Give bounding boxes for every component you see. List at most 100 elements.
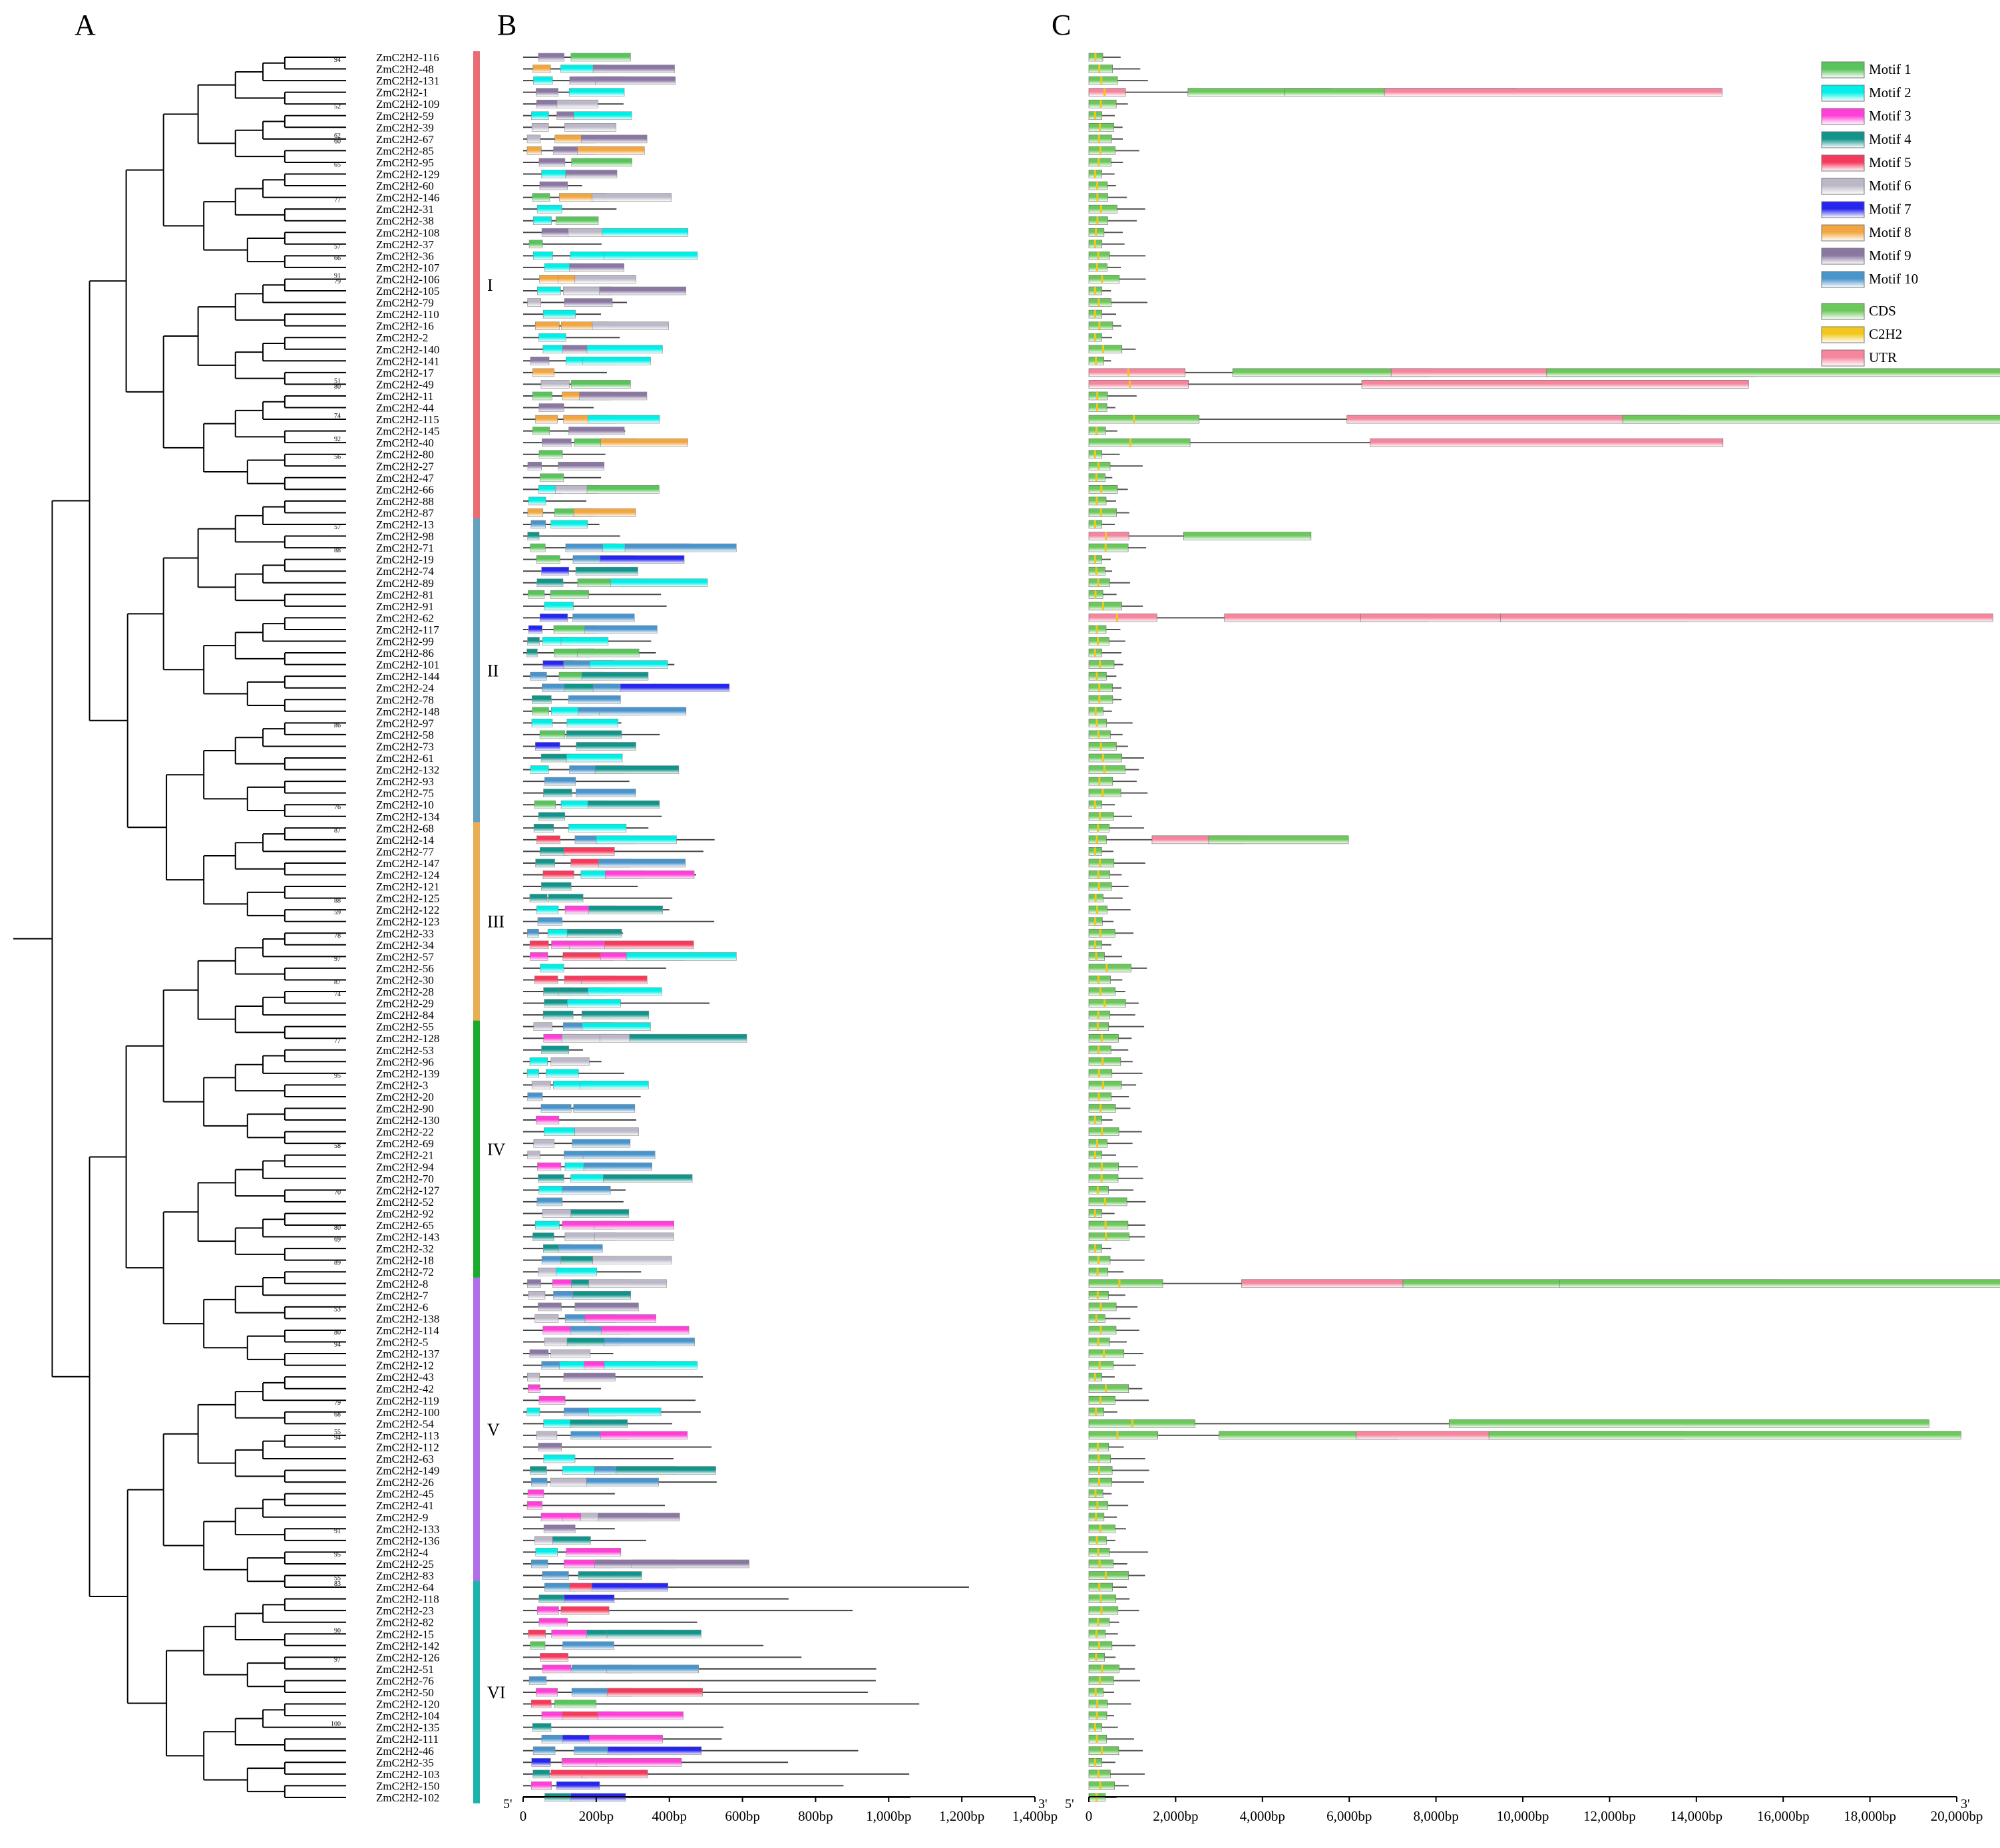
c2h2-mark bbox=[1103, 765, 1105, 774]
exon-box bbox=[1088, 928, 1115, 938]
motif-box bbox=[601, 1326, 690, 1335]
exon-box bbox=[1088, 1092, 1111, 1101]
motif-box bbox=[616, 1466, 716, 1475]
c2h2-mark bbox=[1097, 578, 1100, 587]
exon-box bbox=[1088, 1384, 1129, 1393]
c2h2-mark bbox=[1095, 567, 1098, 576]
motif-box bbox=[582, 356, 651, 365]
motif-box bbox=[537, 1162, 562, 1171]
motif-tick-label: 200bp bbox=[579, 1808, 614, 1824]
c2h2-mark bbox=[1096, 1735, 1098, 1744]
motif-box bbox=[542, 870, 574, 879]
motif-box bbox=[534, 1314, 559, 1323]
bootstrap-value: 86 bbox=[334, 722, 341, 729]
gene-label: ZmC2H2-97 bbox=[376, 717, 434, 729]
legend-swatch bbox=[1821, 303, 1865, 320]
exon-box bbox=[1088, 1349, 1125, 1358]
gene-label: ZmC2H2-39 bbox=[376, 121, 434, 134]
gene-tick-label: 2,000bp bbox=[1153, 1808, 1198, 1824]
motif-box bbox=[597, 1711, 684, 1720]
gene-label: ZmC2H2-73 bbox=[376, 740, 434, 753]
gene-label: ZmC2H2-49 bbox=[376, 378, 434, 391]
motif-box bbox=[588, 1279, 667, 1288]
motif-box bbox=[576, 789, 636, 797]
gene-label: ZmC2H2-121 bbox=[376, 880, 439, 893]
c2h2-mark bbox=[1097, 730, 1100, 739]
exon-box bbox=[1088, 1419, 1195, 1428]
gene-label: ZmC2H2-54 bbox=[376, 1417, 434, 1430]
panel-c-label: C bbox=[1052, 9, 1071, 41]
exon-box bbox=[1088, 1033, 1119, 1043]
gene-tick-label: 18,000bp bbox=[1844, 1808, 1896, 1824]
motif-box bbox=[527, 1279, 541, 1288]
gene-label: ZmC2H2-108 bbox=[376, 226, 439, 239]
c2h2-mark bbox=[1094, 450, 1096, 459]
motif-box bbox=[536, 835, 560, 844]
exon-box bbox=[1361, 380, 1749, 389]
exon-box bbox=[1088, 1174, 1119, 1183]
gene-label: ZmC2H2-103 bbox=[376, 1768, 439, 1781]
gene-label: ZmC2H2-147 bbox=[376, 857, 440, 870]
c2h2-mark bbox=[1094, 894, 1097, 902]
exon-box bbox=[1088, 543, 1129, 552]
c2h2-mark bbox=[1098, 134, 1100, 143]
gene-label: ZmC2H2-3 bbox=[376, 1079, 428, 1091]
exon-box bbox=[1088, 1618, 1110, 1626]
group-bar bbox=[473, 822, 480, 1021]
motif-box bbox=[530, 520, 546, 529]
motif-box bbox=[537, 286, 561, 295]
motif-box bbox=[554, 1700, 596, 1708]
c2h2-mark bbox=[1099, 1525, 1101, 1533]
bootstrap-value: 83 bbox=[334, 1580, 341, 1588]
motif-box bbox=[542, 1571, 569, 1580]
c2h2-mark bbox=[1098, 1559, 1101, 1568]
motif-box bbox=[530, 1700, 552, 1708]
motif-box bbox=[531, 695, 552, 704]
gene-label: ZmC2H2-144 bbox=[376, 670, 440, 683]
c2h2-mark bbox=[1097, 1338, 1100, 1346]
exon-box bbox=[1384, 88, 1722, 96]
legend-label: Motif 2 bbox=[1869, 85, 1911, 100]
gene-label: ZmC2H2-77 bbox=[376, 845, 434, 858]
motif-box bbox=[600, 1431, 688, 1440]
motif-box bbox=[591, 1582, 668, 1592]
gene-label: ZmC2H2-17 bbox=[376, 367, 434, 379]
motif-box bbox=[538, 1302, 562, 1312]
c2h2-mark bbox=[1098, 882, 1100, 891]
gene-label: ZmC2H2-127 bbox=[376, 1184, 440, 1197]
motif-box bbox=[543, 789, 572, 797]
motif-box bbox=[527, 637, 540, 646]
gene-label: ZmC2H2-119 bbox=[376, 1394, 439, 1407]
c2h2-mark bbox=[1115, 614, 1118, 622]
exon-box bbox=[1488, 1431, 1961, 1440]
group-bar bbox=[473, 518, 480, 823]
motif-box bbox=[566, 928, 622, 938]
c2h2-mark bbox=[1095, 1407, 1098, 1416]
motif-box bbox=[598, 1513, 680, 1522]
motif-box bbox=[539, 730, 566, 739]
motif-box bbox=[532, 1746, 556, 1756]
c2h2-mark bbox=[1104, 1221, 1107, 1229]
bootstrap-value: 60 bbox=[334, 138, 341, 146]
gene-label: ZmC2H2-34 bbox=[376, 939, 434, 952]
gene-label: ZmC2H2-44 bbox=[376, 402, 434, 415]
c2h2-mark bbox=[1096, 1536, 1098, 1545]
legend-label: UTR bbox=[1869, 349, 1897, 365]
exon-box bbox=[1088, 1477, 1113, 1487]
c2h2-mark bbox=[1098, 158, 1100, 166]
bootstrap-value: 90 bbox=[334, 1627, 341, 1634]
motif-box bbox=[584, 1314, 656, 1323]
gene-tick-label: 16,000bp bbox=[1757, 1808, 1810, 1824]
motif-box bbox=[542, 1209, 572, 1218]
motif-box bbox=[581, 671, 649, 681]
c2h2-mark bbox=[1094, 917, 1097, 926]
motif-box bbox=[564, 1594, 615, 1603]
gene-label: ZmC2H2-35 bbox=[376, 1756, 434, 1769]
motif-box bbox=[604, 1338, 695, 1346]
bootstrap-value: 77 bbox=[334, 1037, 341, 1045]
exon-box bbox=[1088, 1571, 1129, 1580]
exon-box bbox=[1088, 1559, 1113, 1569]
motif-box bbox=[527, 298, 542, 307]
motif-box bbox=[544, 602, 574, 611]
gene-tick-label: 0 bbox=[1086, 1808, 1093, 1824]
